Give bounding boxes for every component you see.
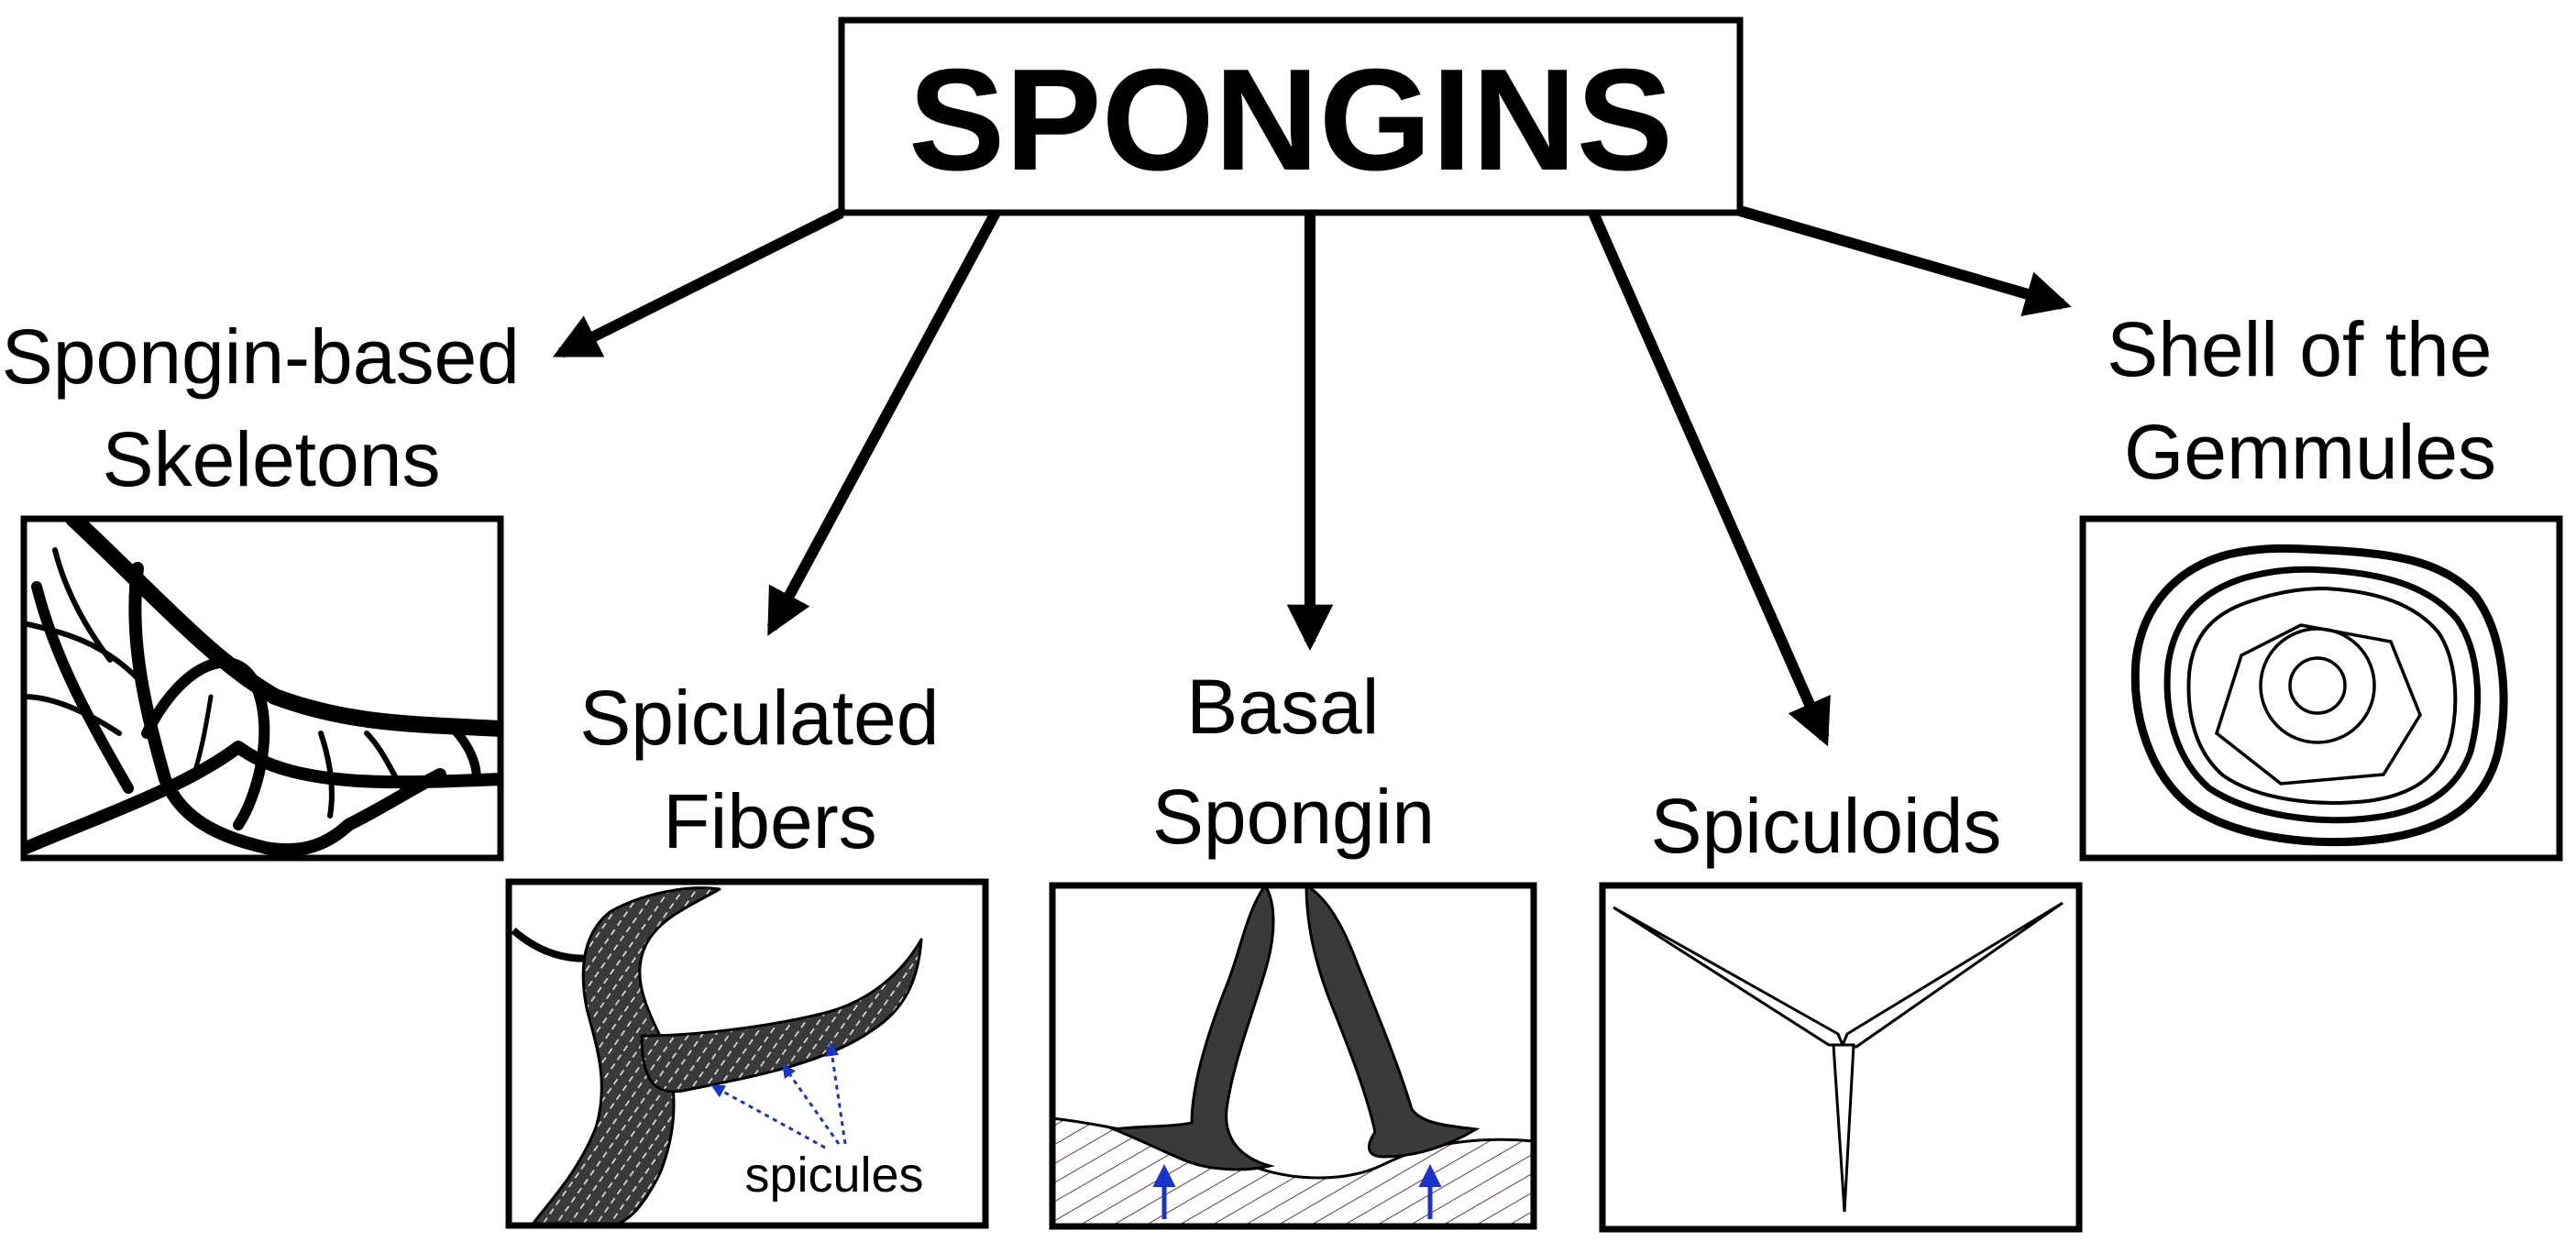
diagram-title: SPONGINS (908, 39, 1673, 201)
spicule-pointers (710, 1042, 847, 1149)
adhesion-arrows (1152, 1164, 1442, 1219)
skeleton-fiber-thin-3 (24, 694, 122, 736)
category-labels: Spongin-based Skeletons Spiculated Fiber… (2, 306, 2514, 869)
skeleton-fiber-lower (24, 741, 501, 855)
arrow-to-fibers (766, 210, 1001, 636)
gemmule-ring-outer (2259, 627, 2376, 744)
arrow-to-gemmules (1738, 205, 2072, 316)
skeleton-fiber-right (445, 720, 481, 784)
branch-arrows (552, 205, 2072, 747)
gemmule-inner-shell (2186, 586, 2458, 805)
fiber-branch (640, 938, 923, 1094)
title-box: SPONGINS (838, 16, 1744, 216)
skeleton-fiber-thin-5 (364, 731, 406, 791)
gemmule-ring-inner (2288, 656, 2347, 715)
triradiate-spiculoid (1613, 901, 2064, 1213)
arrow-to-spiculoids (1588, 210, 1831, 747)
skeleton-fiber-left (31, 581, 134, 794)
gemmule-shell-diagram (2130, 544, 2508, 847)
label-spiculoids: Spiculoids (1651, 783, 2002, 869)
basal-fiber-left (1108, 885, 1275, 1171)
skeleton-fiber-thin-6 (190, 694, 214, 782)
gemmule-middle-shell (2163, 566, 2482, 824)
panel-spiculoids (1599, 882, 2083, 1233)
skeleton-fiber-thin-1 (24, 621, 140, 681)
spicules-annotation: spicules (744, 1148, 923, 1203)
label-fibers: Spiculated Fibers (579, 675, 961, 864)
panel-gemmules (2079, 515, 2563, 862)
panel-fibers: spicules (505, 878, 989, 1229)
skeleton-fiber-thin-2 (52, 547, 113, 663)
panel-basal (1049, 882, 1537, 1230)
label-gemmules: Shell of the Gemmules (2107, 306, 2514, 495)
label-skeletons: Spongin-based Skeletons (2, 313, 541, 502)
skeleton-fiber-loop (141, 656, 270, 830)
skeleton-fiber-thin-4 (318, 731, 335, 819)
fiber-trunk (530, 886, 721, 1226)
gemmule-hexagon (2214, 623, 2422, 786)
panel-skeletons (20, 515, 504, 862)
basal-fiber-right (1305, 885, 1481, 1159)
label-basal: Basal Spongin (1152, 664, 1435, 860)
gemmule-outer-shell (2130, 544, 2508, 847)
arrow-to-skeletons (552, 207, 844, 358)
skeleton-fiber-branch (128, 562, 446, 857)
